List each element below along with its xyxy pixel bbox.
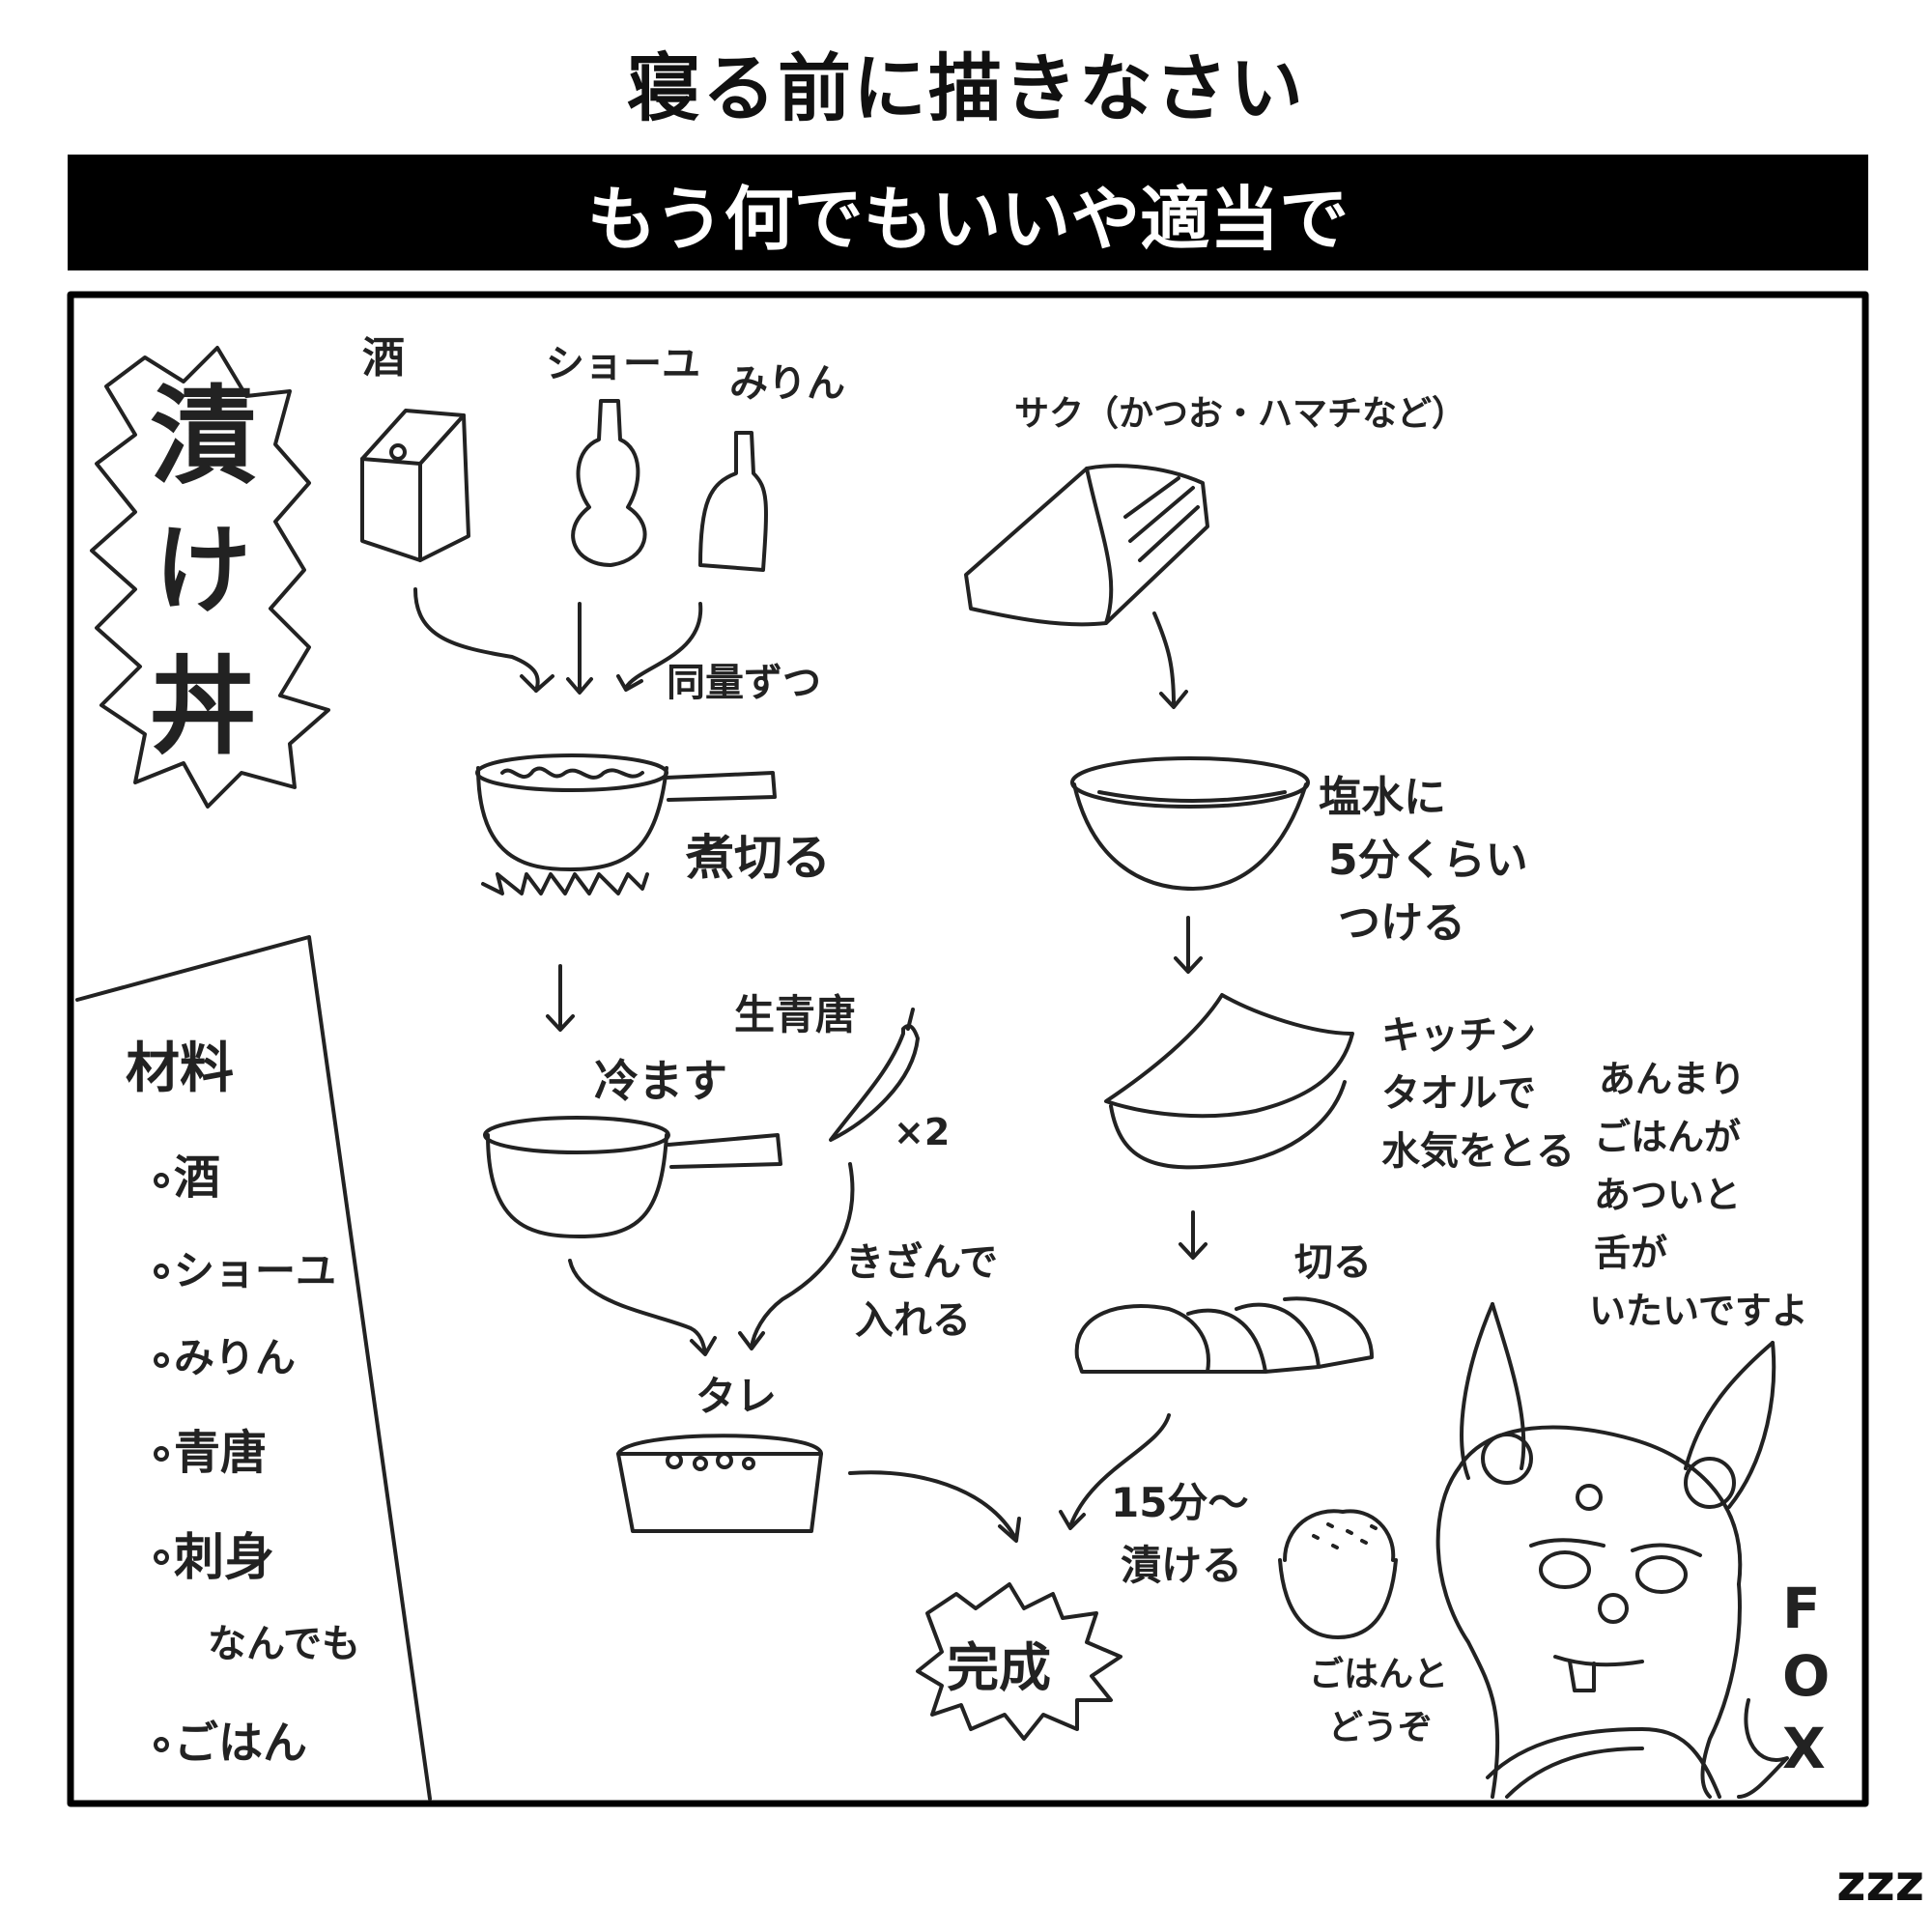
dish-title-char-1: 漬 (150, 375, 256, 498)
rice-line-1: ごはんと (1309, 1655, 1448, 1694)
label-shoyu: ショーユ (546, 342, 700, 386)
dish-title-char-2: け (155, 514, 251, 627)
step-times-two: ×2 (894, 1111, 950, 1153)
signature-x: X (1782, 1716, 1826, 1781)
label-mirin: みりん (729, 361, 845, 406)
materials-title: 材料 (126, 1037, 234, 1100)
step-boil: 煮切る (685, 830, 831, 886)
step-towel-1: キッチン (1381, 1013, 1536, 1058)
chili-pepper-icon (829, 1024, 920, 1142)
step-brine-2: 5分くらい (1328, 836, 1528, 885)
comment-line-4: 舌が (1594, 1232, 1667, 1274)
materials-item-5: 刺身 (174, 1529, 274, 1587)
materials-item-4: 青唐 (174, 1426, 267, 1480)
arrow-sake (413, 587, 540, 693)
step-brine-3: つける (1338, 898, 1465, 948)
banner-text: もう何でもいいや適当で (586, 178, 1350, 260)
panel-frame (67, 291, 1869, 1807)
step-towel-3: 水気をとる (1381, 1129, 1575, 1174)
step-towel-2: タオルで (1381, 1071, 1536, 1116)
step-sauce: タレ (696, 1373, 777, 1420)
label-sake: 酒 (362, 333, 405, 383)
materials-bullets (154, 1173, 169, 1752)
done-burst (916, 1582, 1122, 1741)
signature-f: F (1782, 1576, 1821, 1641)
step-ginger: 生青唐 (734, 991, 856, 1038)
sliced-fish-icon (1074, 1296, 1374, 1374)
sake-carton-icon (360, 409, 470, 562)
boiling-pot-icon (475, 753, 777, 895)
arrow-mirin (624, 602, 703, 690)
step-marinate-1: 15分～ (1111, 1479, 1248, 1526)
materials-item-3: みりん (174, 1334, 296, 1381)
step-done: 完成 (947, 1637, 1051, 1698)
materials-item-1: 酒 (174, 1151, 220, 1205)
materials-item-2: ショーユ (174, 1247, 336, 1294)
fish-block-icon (964, 464, 1209, 627)
comment-line-2: ごはんが (1594, 1116, 1741, 1158)
mirin-bottle-icon (698, 431, 768, 572)
page-title: 寝る前に描きなさい (627, 45, 1305, 131)
materials-last: ごはん (174, 1717, 307, 1769)
sauce-container-icon (616, 1434, 823, 1533)
arrow-pot-to-sauce (568, 1259, 707, 1354)
comment-line-3: あついと (1594, 1174, 1741, 1216)
fox-character-icon (1435, 1302, 1789, 1799)
materials-sheet (75, 935, 432, 1801)
subtitle-banner: もう何でもいいや適当で (68, 155, 1868, 270)
rice-line-2: どうぞ (1328, 1708, 1433, 1747)
rice-bowl-icon (1278, 1509, 1398, 1639)
footer-zzz: zzz (1836, 1855, 1924, 1913)
materials-note: なんでも (208, 1622, 360, 1666)
cooled-pot-icon (483, 1116, 782, 1238)
step-chop-2: 入れる (855, 1298, 971, 1343)
step-slice: 切る (1294, 1240, 1372, 1285)
arrow-fish-to-bowl (1152, 611, 1176, 707)
step-chop-1: きざんで (845, 1240, 998, 1285)
step-equal-amounts: 同量ずつ (667, 661, 821, 705)
step-marinate-2: 漬ける (1121, 1542, 1242, 1589)
kitchen-towel-icon (1104, 993, 1354, 1170)
label-fish: サク（かつお・ハマチなど） (1014, 394, 1466, 434)
comment-line-5: いたいですよ (1589, 1290, 1808, 1332)
arrow-sauce-to-done (848, 1470, 1016, 1538)
shoyu-bottle-icon (571, 399, 647, 567)
step-cool: 冷ます (594, 1055, 727, 1107)
title-burst (90, 346, 330, 809)
step-brine-1: 塩水に (1319, 773, 1446, 822)
dish-title-char-3: 丼 (150, 645, 256, 769)
arrow-ginger-to-sauce (750, 1162, 855, 1350)
signature-o: O (1782, 1643, 1830, 1709)
arrow-slice-to-done (1068, 1413, 1171, 1528)
comment-line-1: あんまり (1599, 1058, 1746, 1100)
brine-bowl-icon (1070, 756, 1310, 891)
